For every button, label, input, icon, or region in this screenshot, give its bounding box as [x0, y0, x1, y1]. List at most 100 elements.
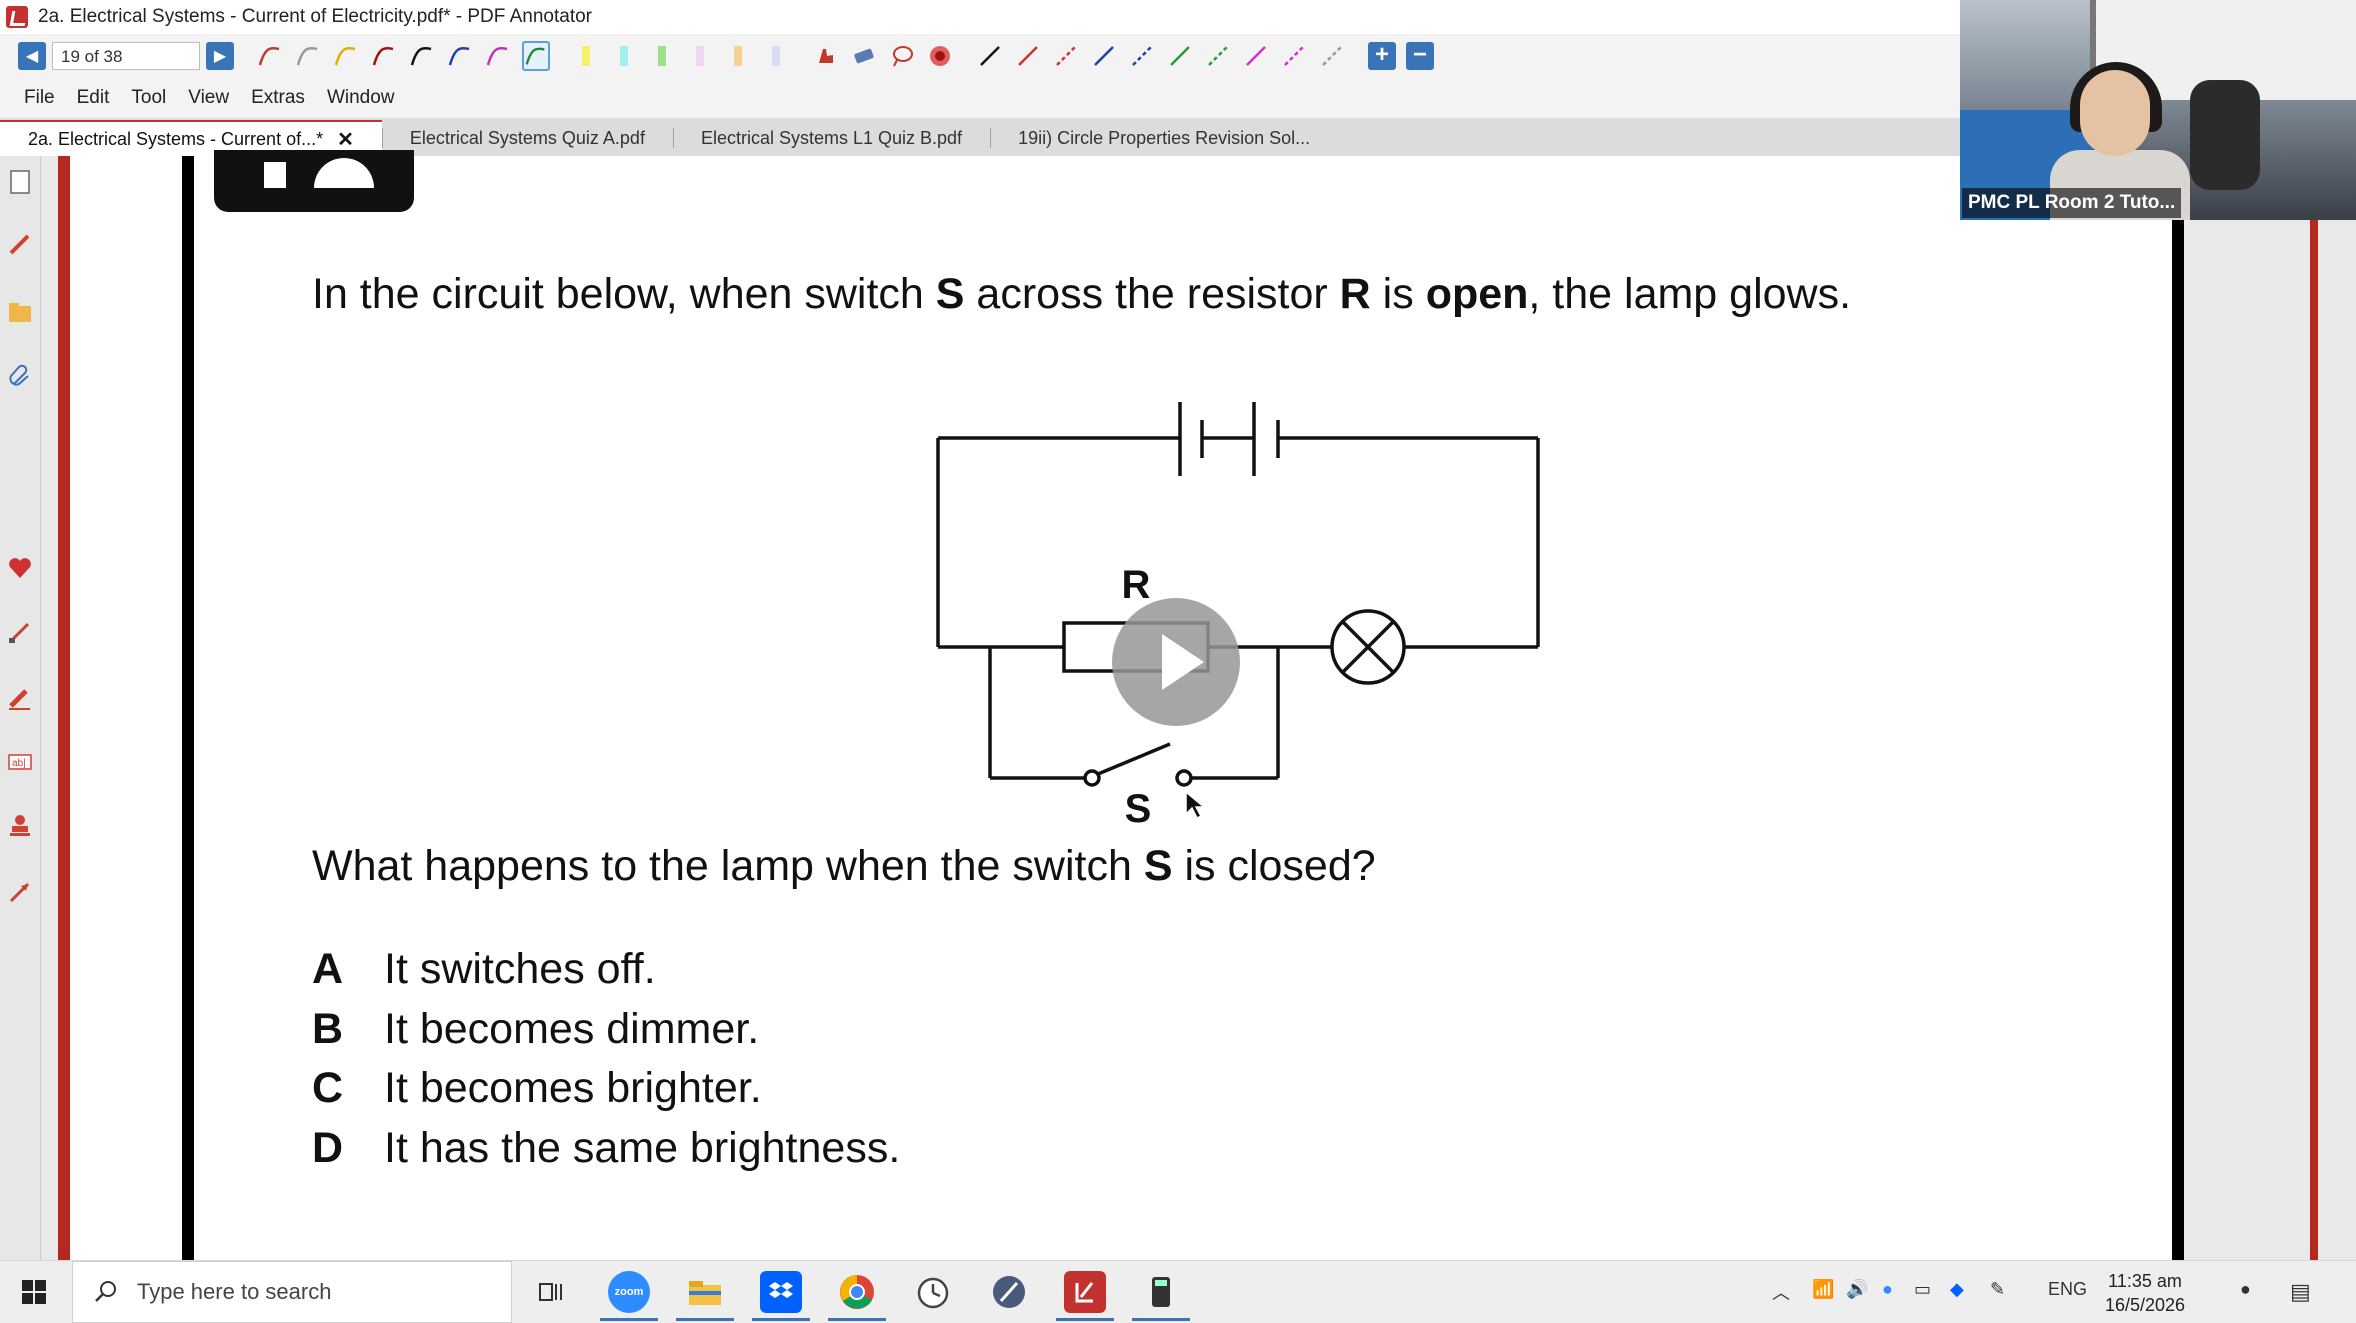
pen-green-icon[interactable] [522, 41, 550, 71]
menu-file[interactable]: File [24, 87, 55, 108]
option-letter: D [312, 1124, 344, 1172]
option-letter: A [312, 945, 344, 993]
tab-label: Electrical Systems Quiz A.pdf [409, 127, 645, 148]
tab-circle-properties[interactable]: 19ii) Circle Properties Revision Sol... [990, 120, 1338, 156]
text-box-icon[interactable]: ab| [4, 746, 36, 778]
pdf-page[interactable] [70, 156, 2180, 1260]
menu-extras[interactable]: Extras [251, 87, 305, 108]
line-tools [976, 41, 1346, 71]
zoom-tools: + − [1368, 42, 1434, 70]
menu-bar: File Edit Tool View Extras Window [0, 78, 1960, 119]
notification-badge-icon[interactable]: ● [2240, 1279, 2251, 1299]
action-center-icon[interactable]: ▤ [2290, 1279, 2311, 1304]
close-tab-icon[interactable]: ✕ [337, 128, 354, 151]
tab-quiz-a[interactable]: Electrical Systems Quiz A.pdf [381, 120, 673, 156]
page-number-field[interactable]: 19 of 38 [52, 42, 200, 70]
network-icon[interactable]: 📶 [1812, 1279, 1835, 1299]
pen-blue-icon[interactable] [446, 41, 474, 71]
pen-yellow-icon[interactable] [332, 41, 360, 71]
circuit-diagram: R S [936, 402, 1540, 830]
pen-magenta-icon[interactable] [484, 41, 512, 71]
marker-icon[interactable] [4, 682, 36, 714]
file-explorer-icon[interactable] [676, 1271, 734, 1321]
hand-pointer-icon[interactable] [812, 41, 840, 71]
zoom-app-icon[interactable]: zoom [600, 1271, 658, 1321]
video-caption: PMC PL Room 2 Tuto... [1962, 188, 2182, 218]
battery-icon[interactable]: ▭ [1914, 1279, 1932, 1299]
eraser-icon[interactable] [850, 41, 878, 71]
menu-window[interactable]: Window [326, 87, 395, 108]
menu-view[interactable]: View [188, 87, 230, 108]
pen-red-icon[interactable] [256, 41, 284, 71]
previous-page-button[interactable]: ◀ [18, 42, 46, 70]
option-text: It has the same brightness. [384, 1124, 901, 1172]
highlighter-yellow-icon[interactable] [572, 41, 600, 71]
highlighter-orange-icon[interactable] [724, 41, 752, 71]
question-text: What happens to the lamp when the switch… [312, 842, 1376, 890]
line-green-dashed-icon[interactable] [1204, 41, 1232, 71]
line-green-icon[interactable] [1166, 41, 1194, 71]
menu-tool[interactable]: Tool [131, 87, 167, 108]
language-indicator[interactable]: ENG [2048, 1279, 2088, 1299]
page-thumbnail-icon[interactable] [4, 166, 36, 198]
question-intro: In the circuit below, when switch S acro… [312, 270, 1852, 318]
system-clock[interactable]: 11:35 am 16/5/2026 [2090, 1269, 2200, 1317]
slide-header-graphic [214, 150, 414, 212]
stamp-icon[interactable] [4, 810, 36, 842]
volume-icon[interactable]: 🔊 [1846, 1279, 1869, 1299]
arrow-tool-icon[interactable] [4, 876, 36, 908]
pen-black-icon[interactable] [408, 41, 436, 71]
dropbox-tray-icon[interactable]: ◆ [1950, 1279, 1964, 1299]
line-red-dashed-icon[interactable] [1052, 41, 1080, 71]
folder-icon[interactable] [4, 296, 36, 328]
chrome-icon[interactable] [828, 1271, 886, 1321]
pen-grey-icon[interactable] [294, 41, 322, 71]
clock-app-icon[interactable] [912, 1271, 954, 1313]
zoom-tray-icon[interactable]: ● [1882, 1279, 1893, 1299]
left-sidebar: ab| [0, 156, 41, 1260]
video-feed-thumbnail[interactable]: PMC PL Room 2 Tuto... [1960, 0, 2356, 220]
line-magenta-icon[interactable] [1242, 41, 1270, 71]
pen-tray-icon[interactable]: ✎ [1990, 1279, 2006, 1299]
zoom-in-button[interactable]: + [1368, 42, 1396, 70]
pdf-annotator-app-icon [6, 6, 28, 28]
tab-electrical-systems-current[interactable]: 2a. Electrical Systems - Current of...* … [0, 120, 382, 156]
resistor-label: R [1122, 563, 1151, 607]
pen-darkred-icon[interactable] [370, 41, 398, 71]
taskbar-search-box[interactable]: Type here to search [72, 1261, 512, 1323]
pdf-annotator-taskbar-icon[interactable] [1056, 1271, 1114, 1321]
brush-icon[interactable] [4, 616, 36, 648]
tab-l1-quiz-b[interactable]: Electrical Systems L1 Quiz B.pdf [672, 120, 990, 156]
highlighter-lavender-icon[interactable] [762, 41, 790, 71]
lasso-icon[interactable] [888, 41, 916, 71]
play-button-overlay[interactable] [1112, 598, 1240, 726]
menu-edit[interactable]: Edit [76, 87, 110, 108]
option-d: D It has the same brightness. [312, 1124, 900, 1173]
paperclip-icon[interactable] [4, 362, 36, 394]
highlighter-cyan-icon[interactable] [610, 41, 638, 71]
pen-sidebar-icon[interactable] [4, 228, 36, 260]
heart-icon[interactable] [4, 552, 36, 584]
windows-start-icon[interactable] [20, 1278, 48, 1306]
line-magenta-dashed-icon[interactable] [1280, 41, 1308, 71]
highlighter-green-icon[interactable] [648, 41, 676, 71]
calculator-icon[interactable] [1132, 1271, 1190, 1321]
record-icon[interactable] [926, 41, 954, 71]
line-black-icon[interactable] [976, 41, 1004, 71]
line-blue-dashed-icon[interactable] [1128, 41, 1156, 71]
line-grey-dashed-icon[interactable] [1318, 41, 1346, 71]
tab-label: Electrical Systems L1 Quiz B.pdf [700, 127, 963, 148]
dropbox-icon[interactable] [752, 1271, 810, 1321]
search-placeholder: Type here to search [137, 1279, 332, 1304]
show-hidden-icons-chevron-icon[interactable]: ︿ [1772, 1283, 1790, 1303]
line-red-icon[interactable] [1014, 41, 1042, 71]
pen-app-icon[interactable] [988, 1271, 1030, 1313]
option-text: It switches off. [384, 945, 656, 993]
line-blue-icon[interactable] [1090, 41, 1118, 71]
next-page-button[interactable]: ▶ [206, 42, 234, 70]
task-view-icon[interactable] [530, 1271, 572, 1313]
zoom-out-button[interactable]: − [1406, 42, 1434, 70]
highlighter-pink-icon[interactable] [686, 41, 714, 71]
page-border-right [2172, 156, 2184, 1260]
